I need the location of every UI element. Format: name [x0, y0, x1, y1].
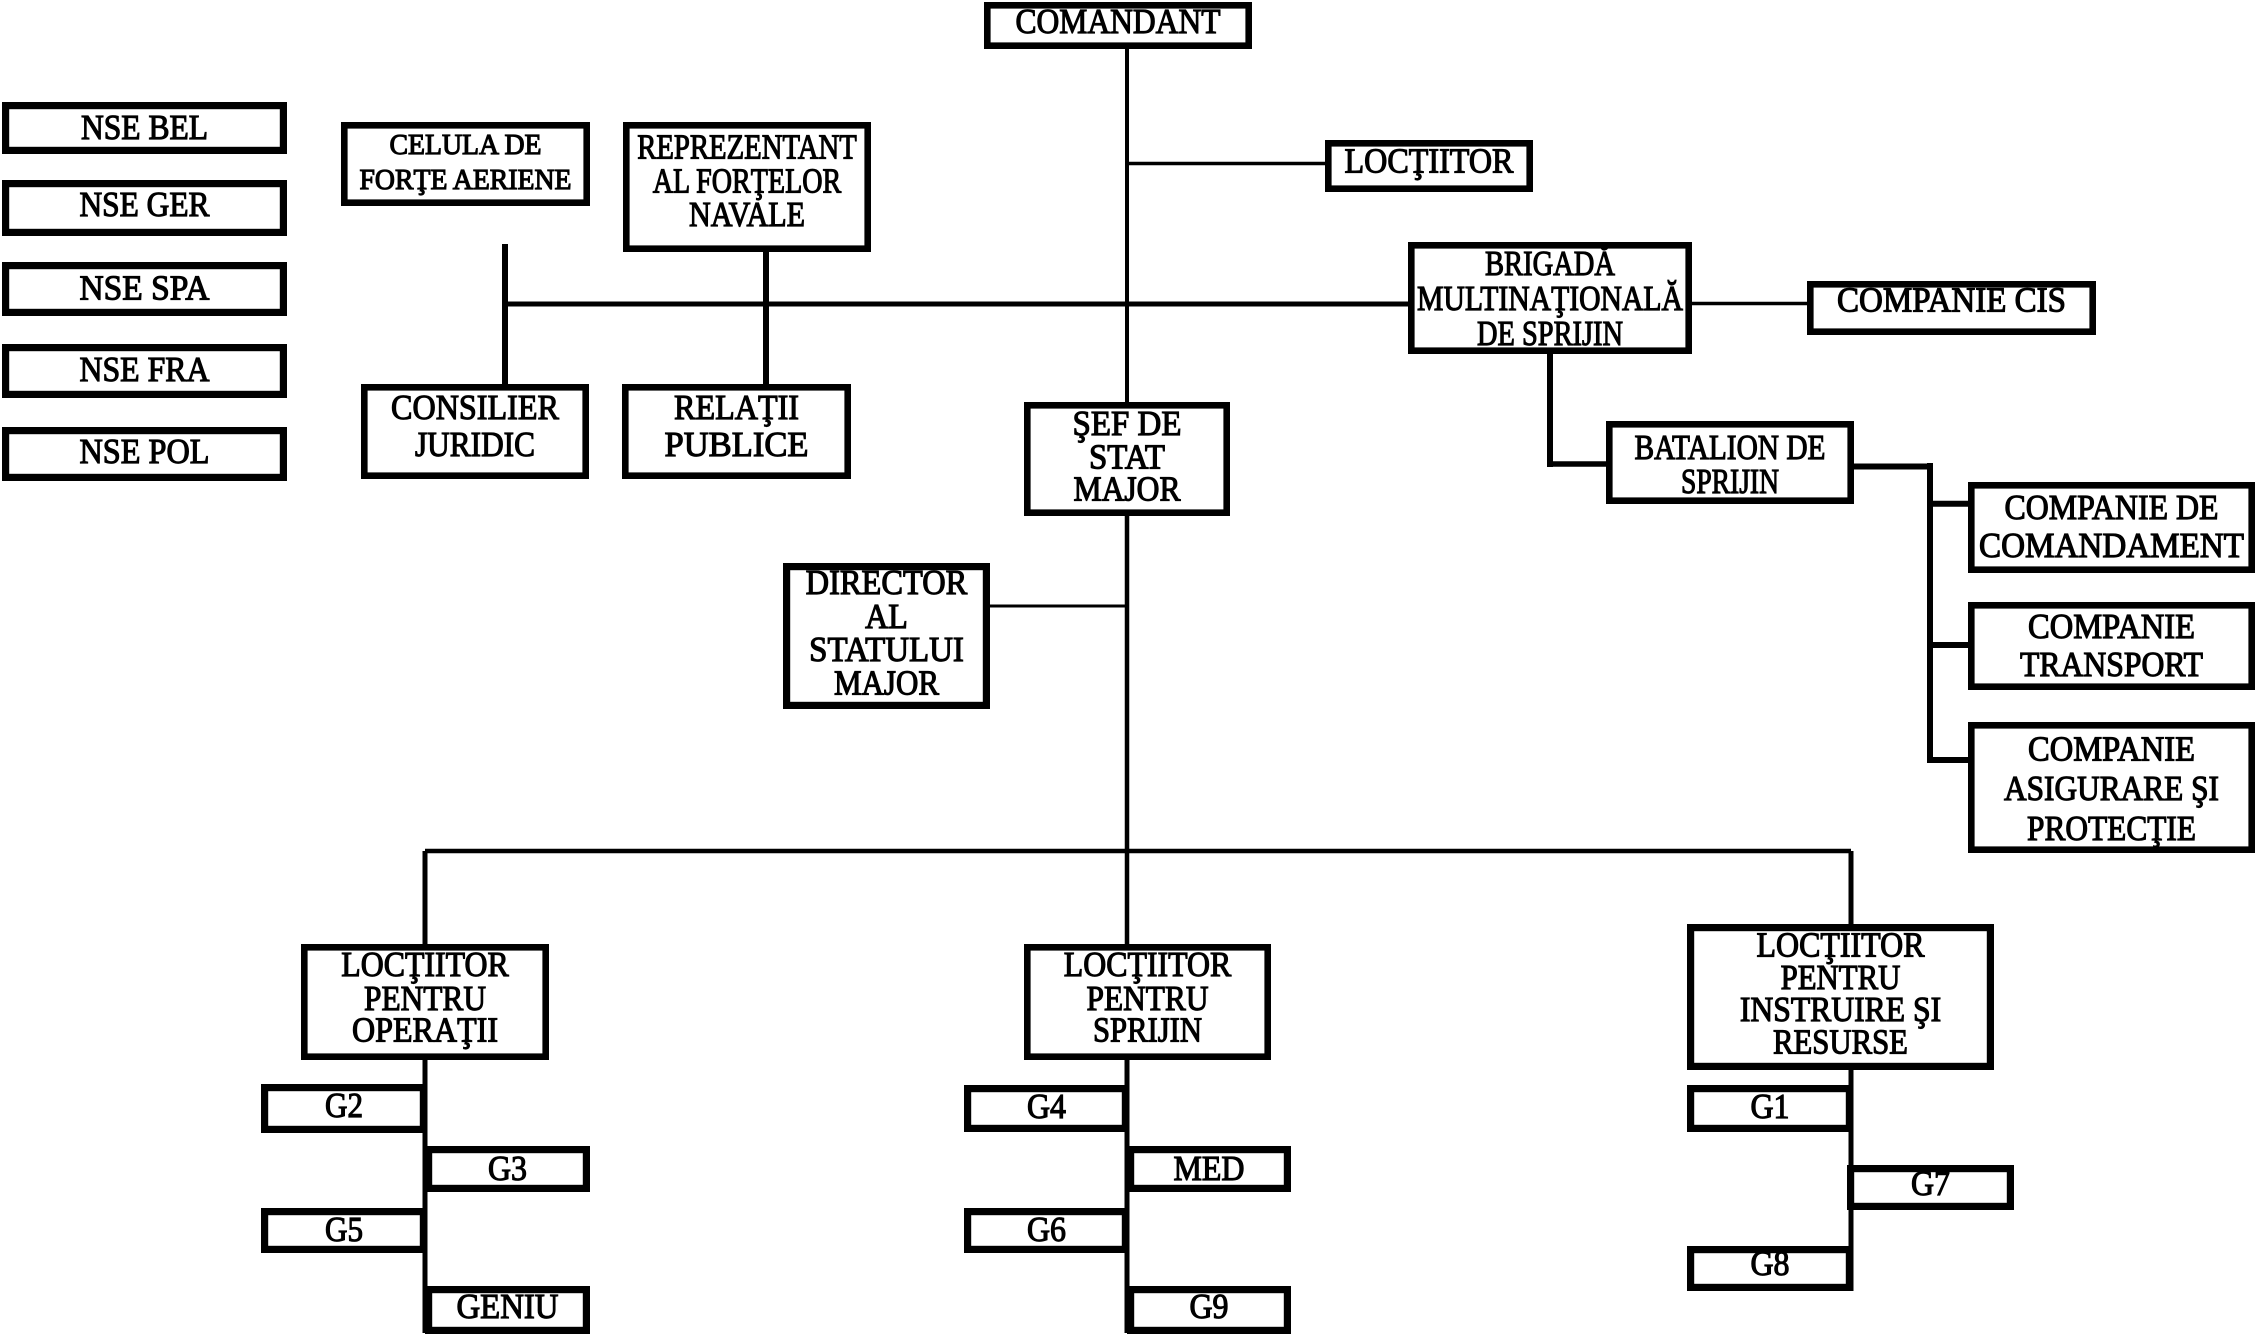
svg-text:NAVALE: NAVALE — [689, 195, 805, 234]
svg-text:JURIDIC: JURIDIC — [415, 425, 535, 464]
svg-text:G8: G8 — [1751, 1244, 1790, 1283]
svg-text:PENTRU: PENTRU — [1781, 958, 1901, 997]
svg-text:RELAŢII: RELAŢII — [674, 388, 799, 427]
svg-text:ASIGURARE ŞI: ASIGURARE ŞI — [2004, 769, 2219, 808]
svg-text:G1: G1 — [1751, 1087, 1790, 1126]
svg-text:PENTRU: PENTRU — [1087, 979, 1209, 1018]
svg-text:INSTRUIRE ŞI: INSTRUIRE ŞI — [1740, 990, 1941, 1029]
svg-text:CELULA DE: CELULA DE — [390, 129, 542, 161]
svg-text:TRANSPORT: TRANSPORT — [2020, 645, 2203, 684]
svg-text:PENTRU: PENTRU — [364, 979, 486, 1018]
svg-text:COMPANIE: COMPANIE — [2028, 607, 2195, 646]
svg-text:COMPANIE CIS: COMPANIE CIS — [1837, 281, 2066, 320]
svg-text:ŞEF DE: ŞEF DE — [1073, 404, 1182, 443]
svg-text:AL: AL — [865, 597, 908, 636]
svg-text:RESURSE: RESURSE — [1773, 1023, 1908, 1062]
svg-text:DE SPRIJIN: DE SPRIJIN — [1477, 314, 1623, 353]
svg-text:COMANDAMENT: COMANDAMENT — [1979, 526, 2244, 565]
svg-text:NSE FRA: NSE FRA — [80, 350, 211, 389]
svg-text:BRIGADĂ: BRIGADĂ — [1485, 244, 1616, 283]
svg-text:MULTINAŢIONALĂ: MULTINAŢIONALĂ — [1417, 279, 1684, 318]
svg-text:NSE SPA: NSE SPA — [80, 269, 211, 308]
svg-text:NSE BEL: NSE BEL — [81, 108, 208, 147]
svg-text:AL FORŢELOR: AL FORŢELOR — [653, 162, 842, 201]
svg-text:LOCŢIITOR: LOCŢIITOR — [341, 945, 509, 984]
svg-text:CONSILIER: CONSILIER — [391, 388, 560, 427]
svg-text:FORŢE AERIENE: FORŢE AERIENE — [360, 164, 572, 196]
svg-text:MAJOR: MAJOR — [1074, 470, 1182, 509]
svg-text:COMPANIE: COMPANIE — [2028, 730, 2195, 769]
svg-text:LOCŢIITOR: LOCŢIITOR — [1345, 142, 1515, 181]
svg-text:G9: G9 — [1190, 1287, 1229, 1326]
svg-text:G7: G7 — [1911, 1164, 1950, 1203]
svg-text:G5: G5 — [325, 1210, 363, 1249]
svg-text:MAJOR: MAJOR — [834, 664, 940, 703]
svg-text:MED: MED — [1174, 1149, 1245, 1188]
svg-text:SPRIJIN: SPRIJIN — [1681, 462, 1779, 501]
svg-text:G3: G3 — [488, 1149, 527, 1188]
svg-text:DIRECTOR: DIRECTOR — [806, 563, 968, 602]
svg-text:PROTECŢIE: PROTECŢIE — [2027, 809, 2196, 848]
svg-text:BATALION DE: BATALION DE — [1635, 428, 1826, 467]
svg-text:LOCŢIITOR: LOCŢIITOR — [1064, 945, 1232, 984]
svg-text:STATULUI: STATULUI — [809, 630, 964, 669]
svg-text:NSE POL: NSE POL — [80, 432, 210, 471]
svg-text:G2: G2 — [325, 1086, 363, 1125]
svg-text:NSE GER: NSE GER — [80, 185, 211, 224]
svg-text:LOCŢIITOR: LOCŢIITOR — [1757, 925, 1926, 964]
svg-text:COMPANIE DE: COMPANIE DE — [2005, 488, 2219, 527]
svg-text:G6: G6 — [1027, 1210, 1066, 1249]
svg-text:OPERAŢII: OPERAŢII — [352, 1011, 498, 1050]
svg-text:COMANDANT: COMANDANT — [1016, 2, 1221, 41]
svg-text:REPREZENTANT: REPREZENTANT — [637, 127, 857, 166]
svg-text:G4: G4 — [1027, 1087, 1066, 1126]
svg-text:STAT: STAT — [1089, 437, 1165, 476]
svg-text:SPRIJIN: SPRIJIN — [1093, 1011, 1202, 1050]
svg-text:GENIU: GENIU — [457, 1287, 559, 1326]
svg-text:PUBLICE: PUBLICE — [665, 425, 809, 464]
